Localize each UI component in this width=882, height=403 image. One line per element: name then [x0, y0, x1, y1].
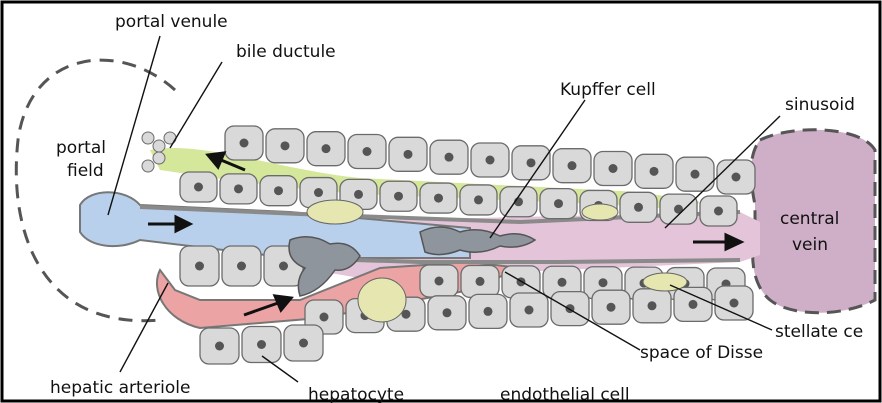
stellate-cell [582, 204, 618, 220]
hepatocyte-nucleus [194, 183, 203, 192]
hepatocyte-nucleus [281, 141, 290, 150]
hepatocyte-nucleus [568, 161, 577, 170]
hepatocyte-nucleus [234, 184, 243, 193]
label-central-vein: central [780, 209, 839, 229]
hepatocyte-nucleus [443, 308, 452, 317]
hepatocyte-nucleus [257, 340, 266, 349]
ductule-cell [142, 132, 154, 144]
ductule-cell [153, 140, 165, 152]
hepatocyte-nucleus [279, 262, 288, 271]
hepatocyte-nucleus [691, 170, 700, 179]
stellate-cell [307, 200, 363, 224]
hepatocyte-nucleus [730, 299, 739, 308]
hepatocyte-nucleus [714, 207, 723, 216]
hepatocyte-nucleus [435, 277, 444, 286]
label-hepatic-arteriole: hepatic arteriole [50, 378, 190, 398]
stellate-cell [643, 273, 687, 291]
hepatocyte-nucleus [363, 147, 372, 156]
label-central-vein-line2: vein [792, 235, 828, 255]
hepatocyte-nucleus [314, 188, 323, 197]
label-hepatocyte: hepatocyte [308, 385, 404, 403]
hepatocyte-nucleus [195, 262, 204, 271]
hepatocyte-nucleus [527, 158, 536, 167]
label-endothelial-cell: endothelial cell [500, 385, 630, 403]
hepatocyte-nucleus [445, 153, 454, 162]
hepatocyte-nucleus [650, 167, 659, 176]
hepatocyte-nucleus [474, 195, 483, 204]
label-portal-field-line2: field [67, 161, 104, 181]
label-sinusoid: sinusoid [785, 95, 855, 115]
hepatocyte-nucleus [299, 339, 308, 348]
hepatocyte-nucleus [215, 342, 224, 351]
hepatocyte-nucleus [476, 277, 485, 286]
stellate-cell [358, 278, 406, 322]
label-portal-field: portal [56, 138, 106, 158]
hepatocyte-nucleus [554, 199, 563, 208]
hepatocyte-nucleus [240, 139, 249, 148]
hepatocyte-nucleus [486, 156, 495, 165]
label-space-of-disse: space of Disse [640, 343, 763, 363]
hepatocyte-nucleus [732, 173, 741, 182]
label-kupffer-cell: Kupffer cell [560, 80, 656, 100]
hepatocyte-nucleus [609, 164, 618, 173]
label-stellate-cell: stellate ce [775, 322, 863, 342]
ductule-cell [153, 152, 165, 164]
hepatocyte-nucleus [648, 301, 657, 310]
hepatocyte-nucleus [404, 150, 413, 159]
hepatocyte-nucleus [599, 278, 608, 287]
hepatocyte-nucleus [274, 186, 283, 195]
hepatocyte-nucleus [320, 313, 329, 322]
hepatocyte-nucleus [525, 306, 534, 315]
hepatocyte-nucleus [434, 194, 443, 203]
hepatocyte-nucleus [607, 303, 616, 312]
hepatocyte-nucleus [689, 300, 698, 309]
hepatocyte-nucleus [634, 203, 643, 212]
hepatocyte-nucleus [484, 307, 493, 316]
hepatocyte-nucleus [237, 262, 246, 271]
label-bile-ductule: bile ductule [236, 42, 336, 62]
hepatocyte-nucleus [322, 144, 331, 153]
hepatocyte-nucleus [394, 192, 403, 201]
hepatocyte-nucleus [558, 278, 567, 287]
ductule-cell [142, 160, 154, 172]
label-portal-venule: portal venule [115, 12, 228, 32]
hepatocyte-nucleus [354, 190, 363, 199]
